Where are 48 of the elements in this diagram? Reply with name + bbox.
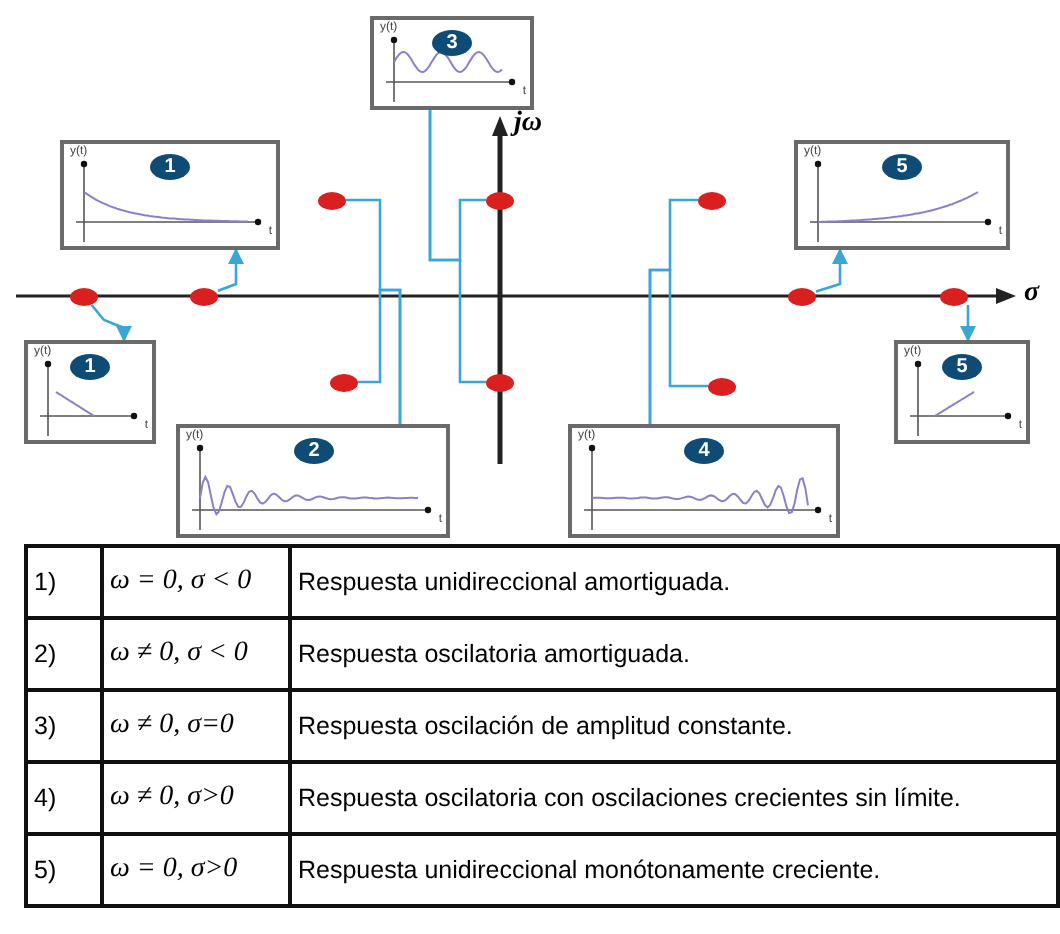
pole-marker: [940, 287, 968, 305]
pole-marker: [698, 191, 726, 209]
condition-text: ω ≠ 0, σ>0: [102, 762, 290, 834]
arrow: [217, 248, 244, 292]
callout-number: 2: [294, 438, 334, 464]
callout-number: 1: [70, 354, 110, 380]
response-plot-panel: [176, 424, 450, 538]
response-plot-panel: [60, 140, 280, 250]
condition-text: ω ≠ 0, σ=0: [102, 690, 290, 762]
callout-number: 4: [684, 438, 724, 464]
description-text: Respuesta oscilatoria amortiguada.: [290, 618, 1058, 690]
row-number: 3): [26, 690, 102, 762]
row-number: 4): [26, 762, 102, 834]
arrow: [960, 305, 976, 342]
description-text: Respuesta oscilatoria con oscilaciones crecientes sin límite.: [290, 762, 1058, 834]
row-number: 2): [26, 618, 102, 690]
condition-text: ω = 0, σ>0: [102, 834, 290, 906]
pole-marker: [486, 191, 514, 209]
connector-line: [648, 268, 708, 424]
axis-label: σ: [1024, 280, 1040, 308]
callout-number: 3: [432, 30, 472, 56]
pole-marker: [70, 287, 98, 305]
response-plot-panel: [370, 16, 534, 110]
pole-marker: [486, 373, 514, 391]
callout-number: 1: [150, 154, 190, 180]
callout-number: 5: [882, 154, 922, 180]
response-plot-panel: [794, 140, 1010, 250]
pole-marker: [708, 377, 736, 395]
response-plot-panel: [568, 424, 840, 538]
description-text: Respuesta unidireccional amortiguada.: [290, 546, 1058, 618]
row-number: 1): [26, 546, 102, 618]
row-number: 5): [26, 834, 102, 906]
pole-marker: [788, 287, 816, 305]
response-plot-panel: [24, 340, 156, 444]
pole-marker: [190, 287, 218, 305]
condition-text: ω = 0, σ < 0: [102, 546, 290, 618]
response-plot-panel: [894, 340, 1030, 444]
connector-line: [358, 288, 402, 424]
arrow: [90, 304, 132, 342]
description-text: Respuesta oscilación de amplitud constante.: [290, 690, 1058, 762]
connector-line: [428, 110, 486, 384]
description-text: Respuesta unidireccional monótonamente creciente.: [290, 834, 1058, 906]
axis-label: jω: [514, 110, 543, 138]
condition-text: ω ≠ 0, σ < 0: [102, 618, 290, 690]
pole-marker: [330, 373, 358, 391]
pole-marker: [318, 191, 346, 209]
callout-number: 5: [942, 354, 982, 380]
arrow: [815, 248, 848, 293]
